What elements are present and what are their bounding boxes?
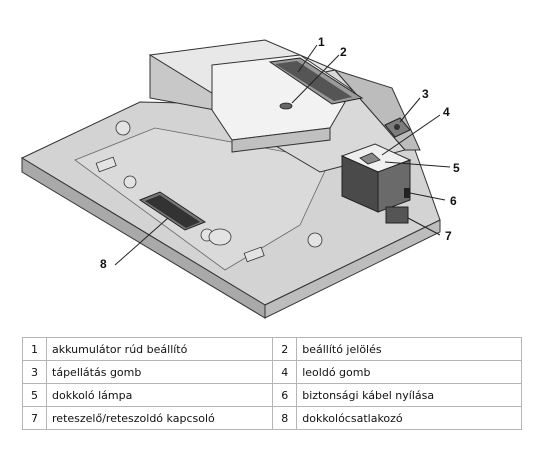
legend-label: leoldó gomb — [296, 360, 522, 384]
legend-label: dokkolócsatlakozó — [296, 406, 522, 430]
legend-table: 1 akkumulátor rúd beállító 2 beállító je… — [21, 337, 522, 430]
docking-station-illustration: 1 2 3 4 5 6 7 8 — [20, 35, 460, 319]
docking-recess — [74, 127, 331, 271]
legend-number: 1 — [21, 337, 48, 361]
callout-3: 3 — [422, 87, 429, 101]
legend-label: akkumulátor rúd beállító — [46, 337, 274, 361]
legend-number: 8 — [272, 406, 298, 430]
callout-2: 2 — [340, 45, 347, 59]
alignment-mark — [279, 102, 293, 110]
legend-row: 5 dokkoló lámpa 6 biztonsági kábel nyílá… — [21, 383, 522, 407]
callout-6: 6 — [450, 194, 457, 208]
callout-4: 4 — [443, 105, 450, 119]
legend-label: biztonsági kábel nyílása — [296, 383, 522, 407]
leader-lines — [114, 44, 451, 266]
legend-label: reteszelő/reteszoldó kapcsoló — [46, 406, 274, 430]
power-button — [384, 117, 411, 138]
legend-number: 4 — [272, 360, 298, 384]
legend-label: beállító jelölés — [296, 337, 522, 361]
legend-number: 2 — [272, 337, 298, 361]
eject-block — [340, 143, 412, 213]
callout-7: 7 — [445, 229, 452, 243]
legend-label: dokkoló lámpa — [46, 383, 274, 407]
callout-8: 8 — [100, 257, 107, 271]
lock-switch — [385, 206, 409, 224]
callout-5: 5 — [453, 161, 460, 175]
legend-row: 3 tápellátás gomb 4 leoldó gomb — [21, 360, 522, 384]
legend-number: 5 — [21, 383, 48, 407]
legend-row: 7 reteszelő/reteszoldó kapcsoló 8 dokkol… — [21, 406, 522, 430]
legend-number: 3 — [21, 360, 48, 384]
legend-number: 6 — [272, 383, 298, 407]
legend-label: tápellátás gomb — [46, 360, 274, 384]
docking-connector — [138, 191, 207, 231]
legend-row: 1 akkumulátor rúd beállító 2 beállító je… — [21, 337, 522, 361]
security-cable-slot — [404, 188, 410, 198]
callout-1: 1 — [318, 35, 325, 49]
legend-number: 7 — [21, 406, 48, 430]
alignment-posts — [95, 120, 323, 263]
